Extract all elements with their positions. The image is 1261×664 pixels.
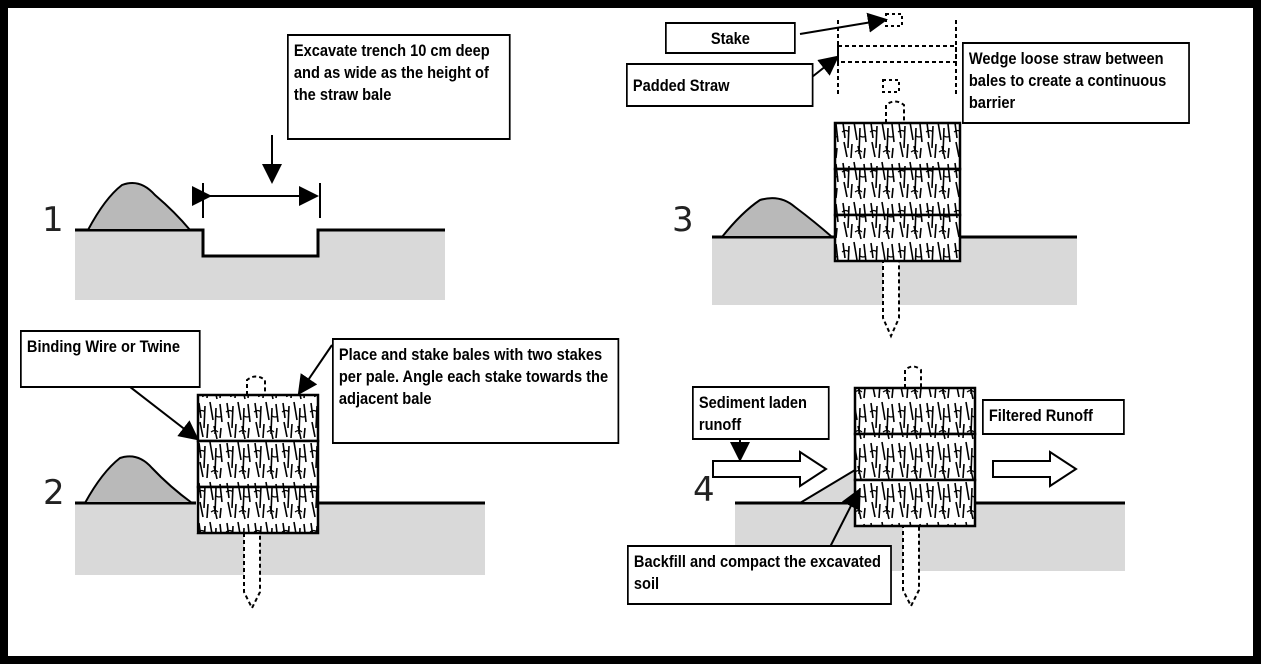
place-stake-callout: Place and stake bales with two stakes pe…	[332, 338, 620, 444]
soil-mound-3	[719, 197, 835, 238]
bale-2-bottom	[196, 485, 320, 535]
stake-pointer	[799, 12, 888, 35]
backfill-pointer	[829, 488, 860, 548]
excavate-callout: Excavate trench 10 cm deep and as wide a…	[287, 34, 511, 140]
stake-top-2	[246, 375, 266, 395]
step-number-3: 3	[672, 200, 694, 240]
bale-2-middle	[196, 439, 320, 489]
place-stake-pointer	[297, 344, 333, 396]
runoff-out-arrow	[992, 450, 1078, 488]
step-number-2: 2	[43, 473, 65, 513]
soil-mound-2	[83, 455, 196, 504]
padded-straw-outline	[837, 45, 957, 63]
bale-3-bottom	[833, 213, 962, 263]
bale-4-top	[853, 386, 977, 436]
backfill-callout: Backfill and compact the excavated soil	[627, 545, 892, 605]
binding-wire-pointer	[124, 382, 200, 441]
panel-2-bales	[75, 344, 485, 611]
padded-straw-pointer	[811, 55, 840, 78]
bale-4-bottom	[853, 478, 977, 528]
stake-marker-lower	[882, 79, 900, 93]
bale-3-top	[833, 121, 962, 171]
stake-4	[902, 524, 920, 609]
step-number-1: 1	[42, 200, 64, 240]
wedge-callout: Wedge loose straw between bales to creat…	[962, 42, 1190, 124]
filtered-callout: Filtered Runoff	[982, 399, 1125, 435]
panel-3-wedge	[712, 12, 1077, 339]
padded-straw-callout: Padded Straw	[626, 63, 814, 107]
binding-wire-callout: Binding Wire or Twine	[20, 330, 201, 388]
step-number-4: 4	[693, 470, 715, 510]
panel-4-runoff	[712, 365, 1125, 609]
bale-3-middle	[833, 167, 962, 217]
trench-cut-1	[203, 230, 318, 256]
stake-top-3	[885, 100, 905, 123]
stake-marker-top	[885, 13, 903, 27]
stake-callout: Stake	[665, 22, 796, 54]
stake-2	[243, 533, 261, 611]
bale-4-middle	[853, 432, 977, 482]
stake-top-4	[904, 365, 922, 388]
runoff-in-arrow	[712, 450, 828, 488]
sediment-callout: Sediment laden runoff	[692, 386, 830, 440]
soil-mound-1	[86, 182, 193, 231]
bale-2-top	[196, 393, 320, 443]
panel-1-trench	[75, 135, 445, 300]
stake-3	[882, 259, 900, 339]
